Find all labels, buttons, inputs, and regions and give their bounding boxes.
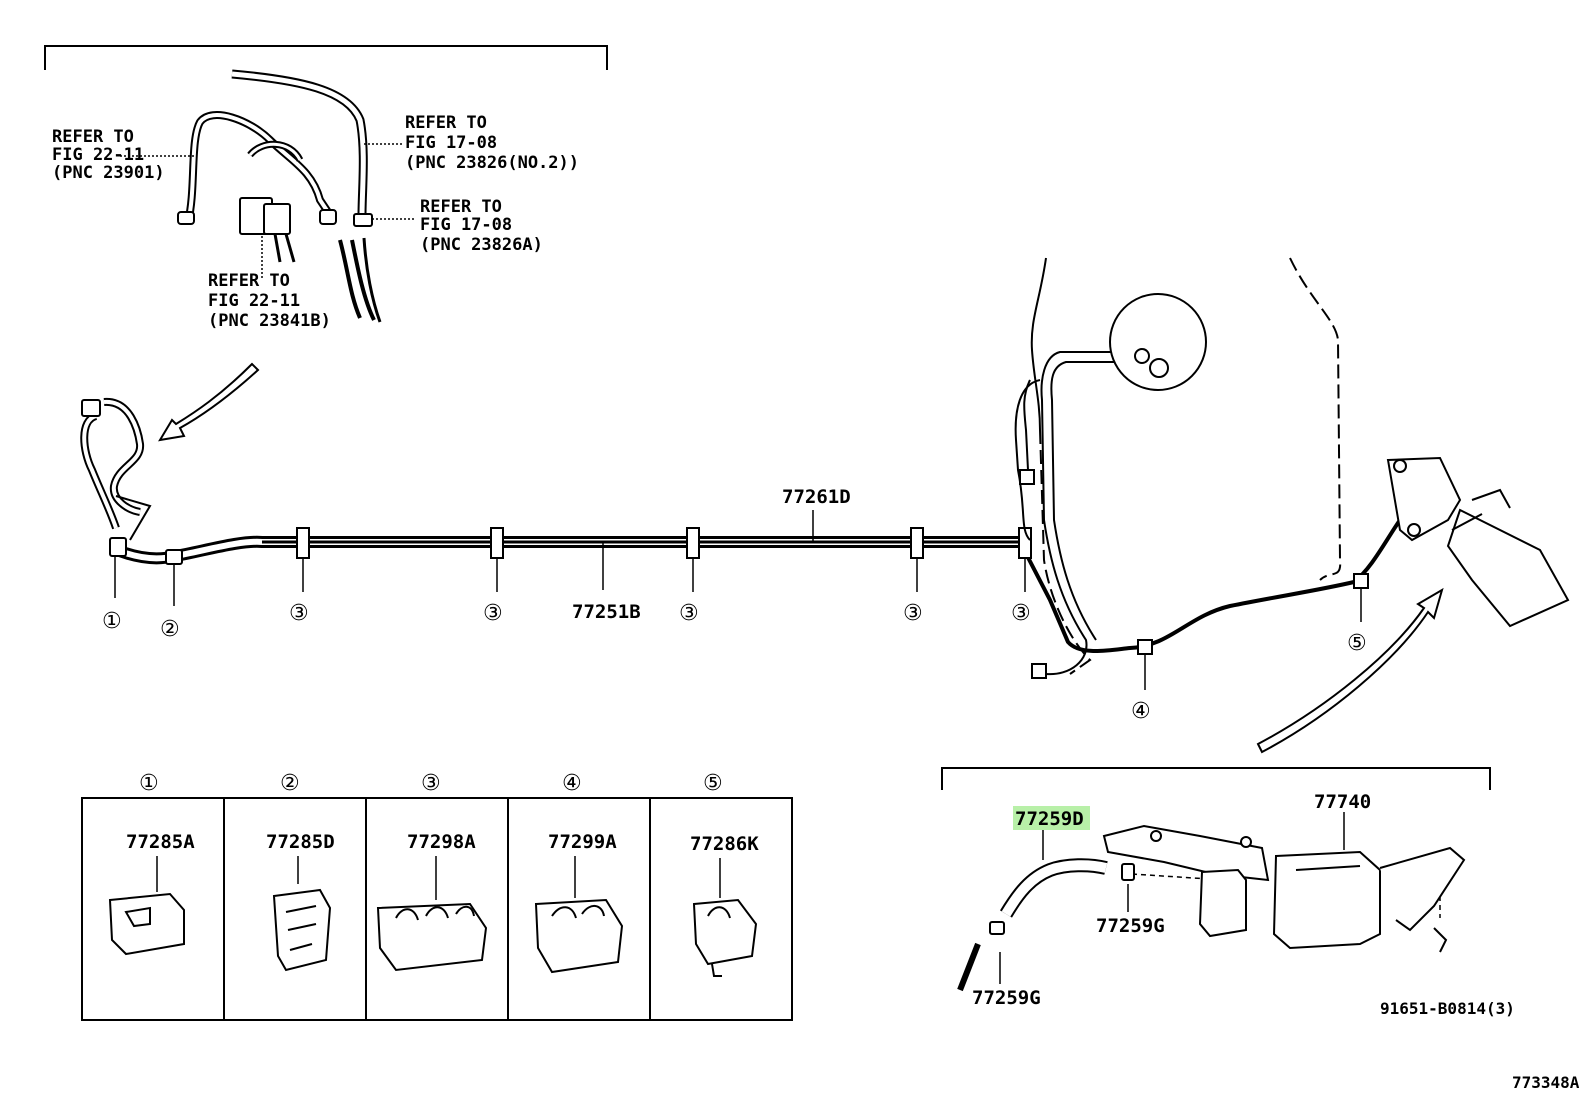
figure-id: 773348A bbox=[1512, 1073, 1580, 1092]
fuel-line-left-end bbox=[80, 398, 152, 541]
svg-text:③: ③ bbox=[679, 601, 699, 626]
svg-text:③: ③ bbox=[421, 771, 441, 796]
svg-text:⑤: ⑤ bbox=[1347, 631, 1367, 656]
svg-text:(PNC 23901): (PNC 23901) bbox=[52, 163, 165, 183]
svg-text:③: ③ bbox=[1011, 601, 1031, 626]
svg-text:77740: 77740 bbox=[1314, 791, 1371, 813]
clamp-table bbox=[81, 797, 793, 1021]
svg-text:④: ④ bbox=[1131, 699, 1151, 724]
svg-text:REFER TO: REFER TO bbox=[208, 271, 290, 291]
reference-23826a: REFER TO FIG 17-08 (PNC 23826A) bbox=[372, 197, 543, 255]
svg-text:91651-B0814(3): 91651-B0814(3) bbox=[1380, 999, 1515, 1018]
line-clamps bbox=[109, 527, 1369, 655]
svg-text:FIG 17-08: FIG 17-08 bbox=[405, 133, 497, 153]
part-label-77286K: 77286K bbox=[690, 833, 759, 855]
canister-main-view bbox=[1386, 456, 1570, 628]
svg-text:⑤: ⑤ bbox=[703, 771, 723, 796]
svg-text:REFER TO: REFER TO bbox=[52, 127, 134, 147]
svg-text:77251B: 77251B bbox=[572, 601, 641, 623]
svg-text:FIG 22-11: FIG 22-11 bbox=[208, 291, 300, 311]
svg-text:②: ② bbox=[280, 771, 300, 796]
svg-text:(PNC 23826(NO.2)): (PNC 23826(NO.2)) bbox=[405, 153, 579, 173]
body-panel-tubes bbox=[1014, 351, 1150, 676]
clamp-table-parts[interactable]: 77285A 77285D 77298A 77299A 77286K bbox=[126, 831, 759, 855]
svg-text:①: ① bbox=[102, 609, 122, 634]
clamp-77259G-icons bbox=[989, 863, 1135, 935]
svg-text:④: ④ bbox=[562, 771, 582, 796]
part-label-77261D[interactable]: 77261D bbox=[782, 486, 851, 508]
svg-text:②: ② bbox=[160, 617, 180, 642]
part-label-77285D: 77285D bbox=[266, 831, 335, 853]
fuel-line-left-fitting bbox=[81, 399, 101, 417]
detail-fittings bbox=[177, 209, 373, 227]
reference-23901: REFER TO FIG 22-11 (PNC 23901) bbox=[52, 127, 194, 183]
part-label-77259D[interactable]: 77259D bbox=[1015, 808, 1084, 830]
clamp-table-numbers: ① ② ③ ④ ⑤ bbox=[139, 771, 723, 796]
part-label-77285A: 77285A bbox=[126, 831, 195, 853]
svg-text:(PNC 23826A): (PNC 23826A) bbox=[420, 235, 543, 255]
detail-bracket-top bbox=[44, 45, 608, 70]
part-label-77259G-lower[interactable]: 77259G bbox=[972, 987, 1041, 1009]
svg-text:REFER TO: REFER TO bbox=[405, 113, 487, 133]
part-highlight bbox=[1013, 806, 1090, 830]
part-label-77299A: 77299A bbox=[548, 831, 617, 853]
svg-text:REFER TO: REFER TO bbox=[420, 197, 502, 217]
clamp-77285D-icon bbox=[272, 888, 332, 972]
clamp-icons bbox=[108, 888, 758, 977]
svg-text:③: ③ bbox=[483, 601, 503, 626]
svg-text:①: ① bbox=[139, 771, 159, 796]
filler-neck-icon bbox=[1019, 293, 1207, 679]
part-label-77251B[interactable]: 77251B bbox=[572, 601, 641, 623]
reference-23841b: REFER TO FIG 22-11 (PNC 23841B) bbox=[208, 236, 331, 331]
clamp-77299A-icon bbox=[534, 898, 624, 974]
svg-text:77259G: 77259G bbox=[1096, 915, 1165, 937]
svg-text:FIG 17-08: FIG 17-08 bbox=[420, 215, 512, 235]
part-label-77740[interactable]: 77740 bbox=[1314, 791, 1371, 813]
svg-text:77259G: 77259G bbox=[972, 987, 1041, 1009]
reference-23826-no2: REFER TO FIG 17-08 (PNC 23826(NO.2)) bbox=[364, 113, 579, 173]
svg-text:773348A: 773348A bbox=[1512, 1073, 1580, 1092]
svg-text:(PNC 23841B): (PNC 23841B) bbox=[208, 311, 331, 331]
line-callouts: ① ② ③ ③ ③ ③ ③ ④ ⑤ bbox=[102, 601, 1367, 724]
vsv-valve-icon bbox=[239, 197, 296, 263]
clamp-77298A-icon bbox=[376, 902, 488, 972]
clamp-table-leaders bbox=[156, 856, 721, 900]
svg-text:77261D: 77261D bbox=[782, 486, 851, 508]
pointer-arrow-left bbox=[158, 362, 260, 442]
svg-text:FIG 22-11: FIG 22-11 bbox=[52, 145, 144, 165]
svg-text:③: ③ bbox=[903, 601, 923, 626]
part-label-bolt[interactable]: 91651-B0814(3) bbox=[1380, 999, 1515, 1018]
part-label-77259G-upper[interactable]: 77259G bbox=[1096, 915, 1165, 937]
svg-text:77259D: 77259D bbox=[1015, 808, 1084, 830]
svg-text:③: ③ bbox=[289, 601, 309, 626]
pointer-arrow-right bbox=[1256, 587, 1444, 754]
canister-77740-icon bbox=[1102, 824, 1466, 953]
callout-leaders bbox=[114, 510, 1362, 690]
hose-77259D-icon bbox=[957, 858, 1108, 992]
detail-bracket-bottom bbox=[941, 767, 1491, 790]
part-label-77298A: 77298A bbox=[407, 831, 476, 853]
detail-hoses bbox=[184, 69, 382, 323]
body-panel-outline bbox=[1030, 257, 1342, 675]
